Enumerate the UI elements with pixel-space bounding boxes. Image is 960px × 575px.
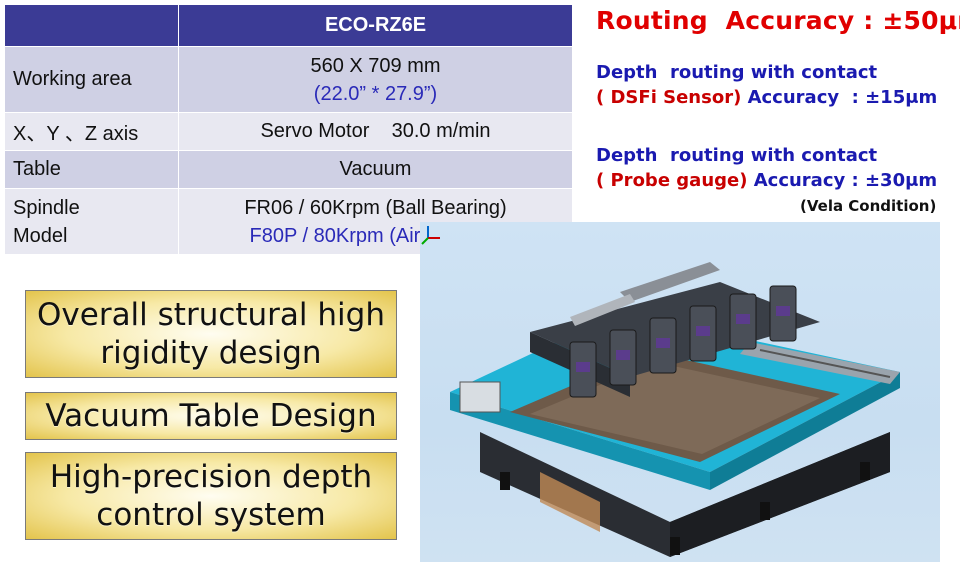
row-value: Servo Motor 30.0 m/min <box>178 112 573 151</box>
spindle-label: Spindle <box>13 196 80 219</box>
table-row: Working area 560 X 709 mm (22.0” * 27.9”… <box>4 46 573 113</box>
row-label: Spindle Model <box>4 188 179 255</box>
spindle-ball-bearing: FR06 / 60Krpm (Ball Bearing) <box>244 196 507 219</box>
gauge-name: ( Probe gauge) <box>596 170 748 191</box>
header-empty-cell <box>4 4 179 47</box>
vela-condition: (Vela Condition) <box>800 197 937 215</box>
routing-accuracy-title: Routing Accuracy : ±50μm <box>596 6 960 35</box>
dsfi-accuracy-note: Depth routing with contact ( DSFi Sensor… <box>596 60 937 110</box>
model-name: ECO-RZ6E <box>178 4 573 47</box>
xyz-axis-icon <box>421 226 440 245</box>
model-label: Model <box>13 224 68 247</box>
note-line: ( Probe gauge) Accuracy : ±30μm <box>596 168 937 193</box>
spec-table: ECO-RZ6E Working area 560 X 709 mm (22.0… <box>4 4 573 255</box>
table-row: Table Vacuum <box>4 150 573 189</box>
spec-table-header: ECO-RZ6E <box>4 4 573 47</box>
working-area-mm: 560 X 709 mm <box>310 54 441 77</box>
feature-line: Vacuum Table Design <box>45 398 377 434</box>
row-label: Table <box>4 150 179 189</box>
feature-line: Overall structural high <box>37 297 385 333</box>
machine-3d-render <box>420 222 940 562</box>
table-row: X、Y 、Z axis Servo Motor 30.0 m/min <box>4 112 573 151</box>
feature-depth-control: High-precision depth control system <box>25 452 397 540</box>
feature-rigidity-design: Overall structural high rigidity design <box>25 290 397 378</box>
working-area-inch: (22.0” * 27.9”) <box>313 82 438 105</box>
feature-line: control system <box>96 497 326 533</box>
note-line: ( DSFi Sensor) Accuracy : ±15μm <box>596 85 937 110</box>
probe-accuracy-note: Depth routing with contact ( Probe gauge… <box>596 143 937 193</box>
sensor-name: ( DSFi Sensor) <box>596 87 742 108</box>
feature-vacuum-table: Vacuum Table Design <box>25 392 397 440</box>
feature-line: rigidity design <box>100 335 322 371</box>
row-label: Working area <box>4 46 179 113</box>
row-value: 560 X 709 mm (22.0” * 27.9”) <box>178 46 573 113</box>
row-value: Vacuum <box>178 150 573 189</box>
accuracy-value: Accuracy : ±15μm <box>741 87 938 108</box>
accuracy-value: Accuracy : ±30μm <box>747 170 938 191</box>
machine-icon <box>450 262 900 557</box>
note-line: Depth routing with contact <box>596 62 878 83</box>
row-label: X、Y 、Z axis <box>4 112 179 151</box>
note-line: Depth routing with contact <box>596 145 878 166</box>
feature-line: High-precision depth <box>49 459 373 495</box>
